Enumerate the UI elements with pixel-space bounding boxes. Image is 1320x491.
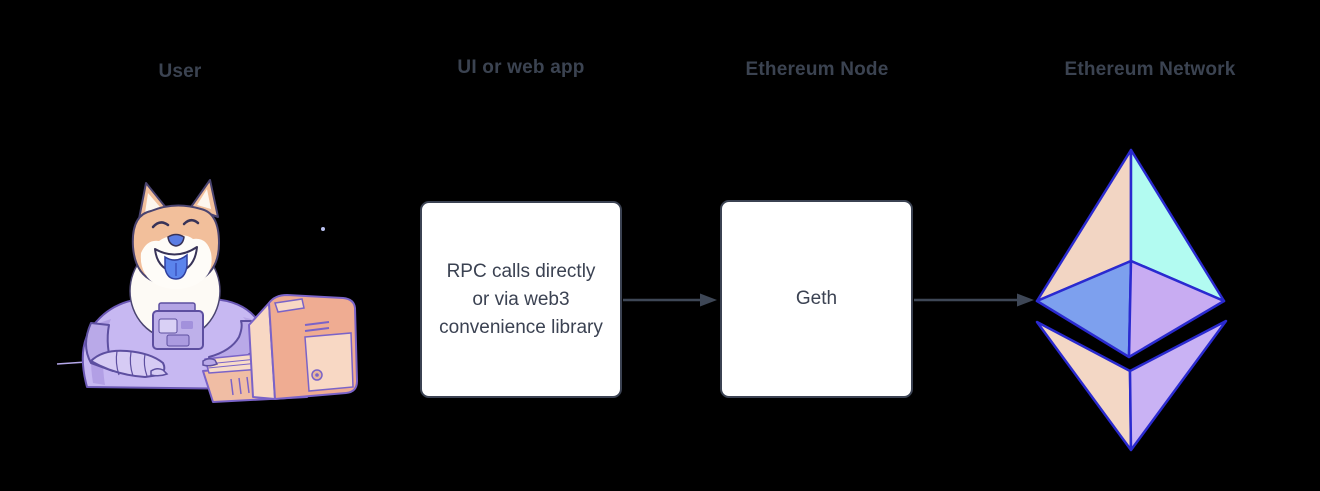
- eth-facet-mid-right: [1127, 259, 1226, 359]
- doge-nose: [167, 233, 185, 247]
- column-label-ethereum-network: Ethereum Network: [1064, 59, 1236, 80]
- eth-facet-bottom-right: [1128, 319, 1228, 452]
- webapp-node-text: RPC calls directly or via web3 convenien…: [439, 260, 603, 338]
- retro-computer: [150, 294, 358, 403]
- arrow-geth-to-network: [914, 293, 1034, 307]
- ethereum-logo-icon: [1035, 148, 1228, 452]
- sparkle-dot: [321, 227, 325, 231]
- doge-eye-right: [182, 219, 200, 226]
- doge-eye-left: [151, 221, 170, 229]
- doge-head: [131, 179, 221, 289]
- geth-node-box: Geth: [720, 200, 913, 398]
- column-label-user: User: [158, 61, 202, 82]
- arrow-webapp-to-geth: [623, 293, 717, 307]
- column-label-ui-or-web-app: UI or web app: [457, 57, 585, 78]
- webapp-node-box: RPC calls directly or via web3 convenien…: [420, 201, 622, 398]
- doge-chest-pack: [152, 302, 204, 350]
- geth-node-text: Geth: [795, 288, 838, 309]
- column-label-ethereum-node: Ethereum Node: [745, 59, 889, 80]
- doge-user-illustration-icon: [56, 179, 358, 403]
